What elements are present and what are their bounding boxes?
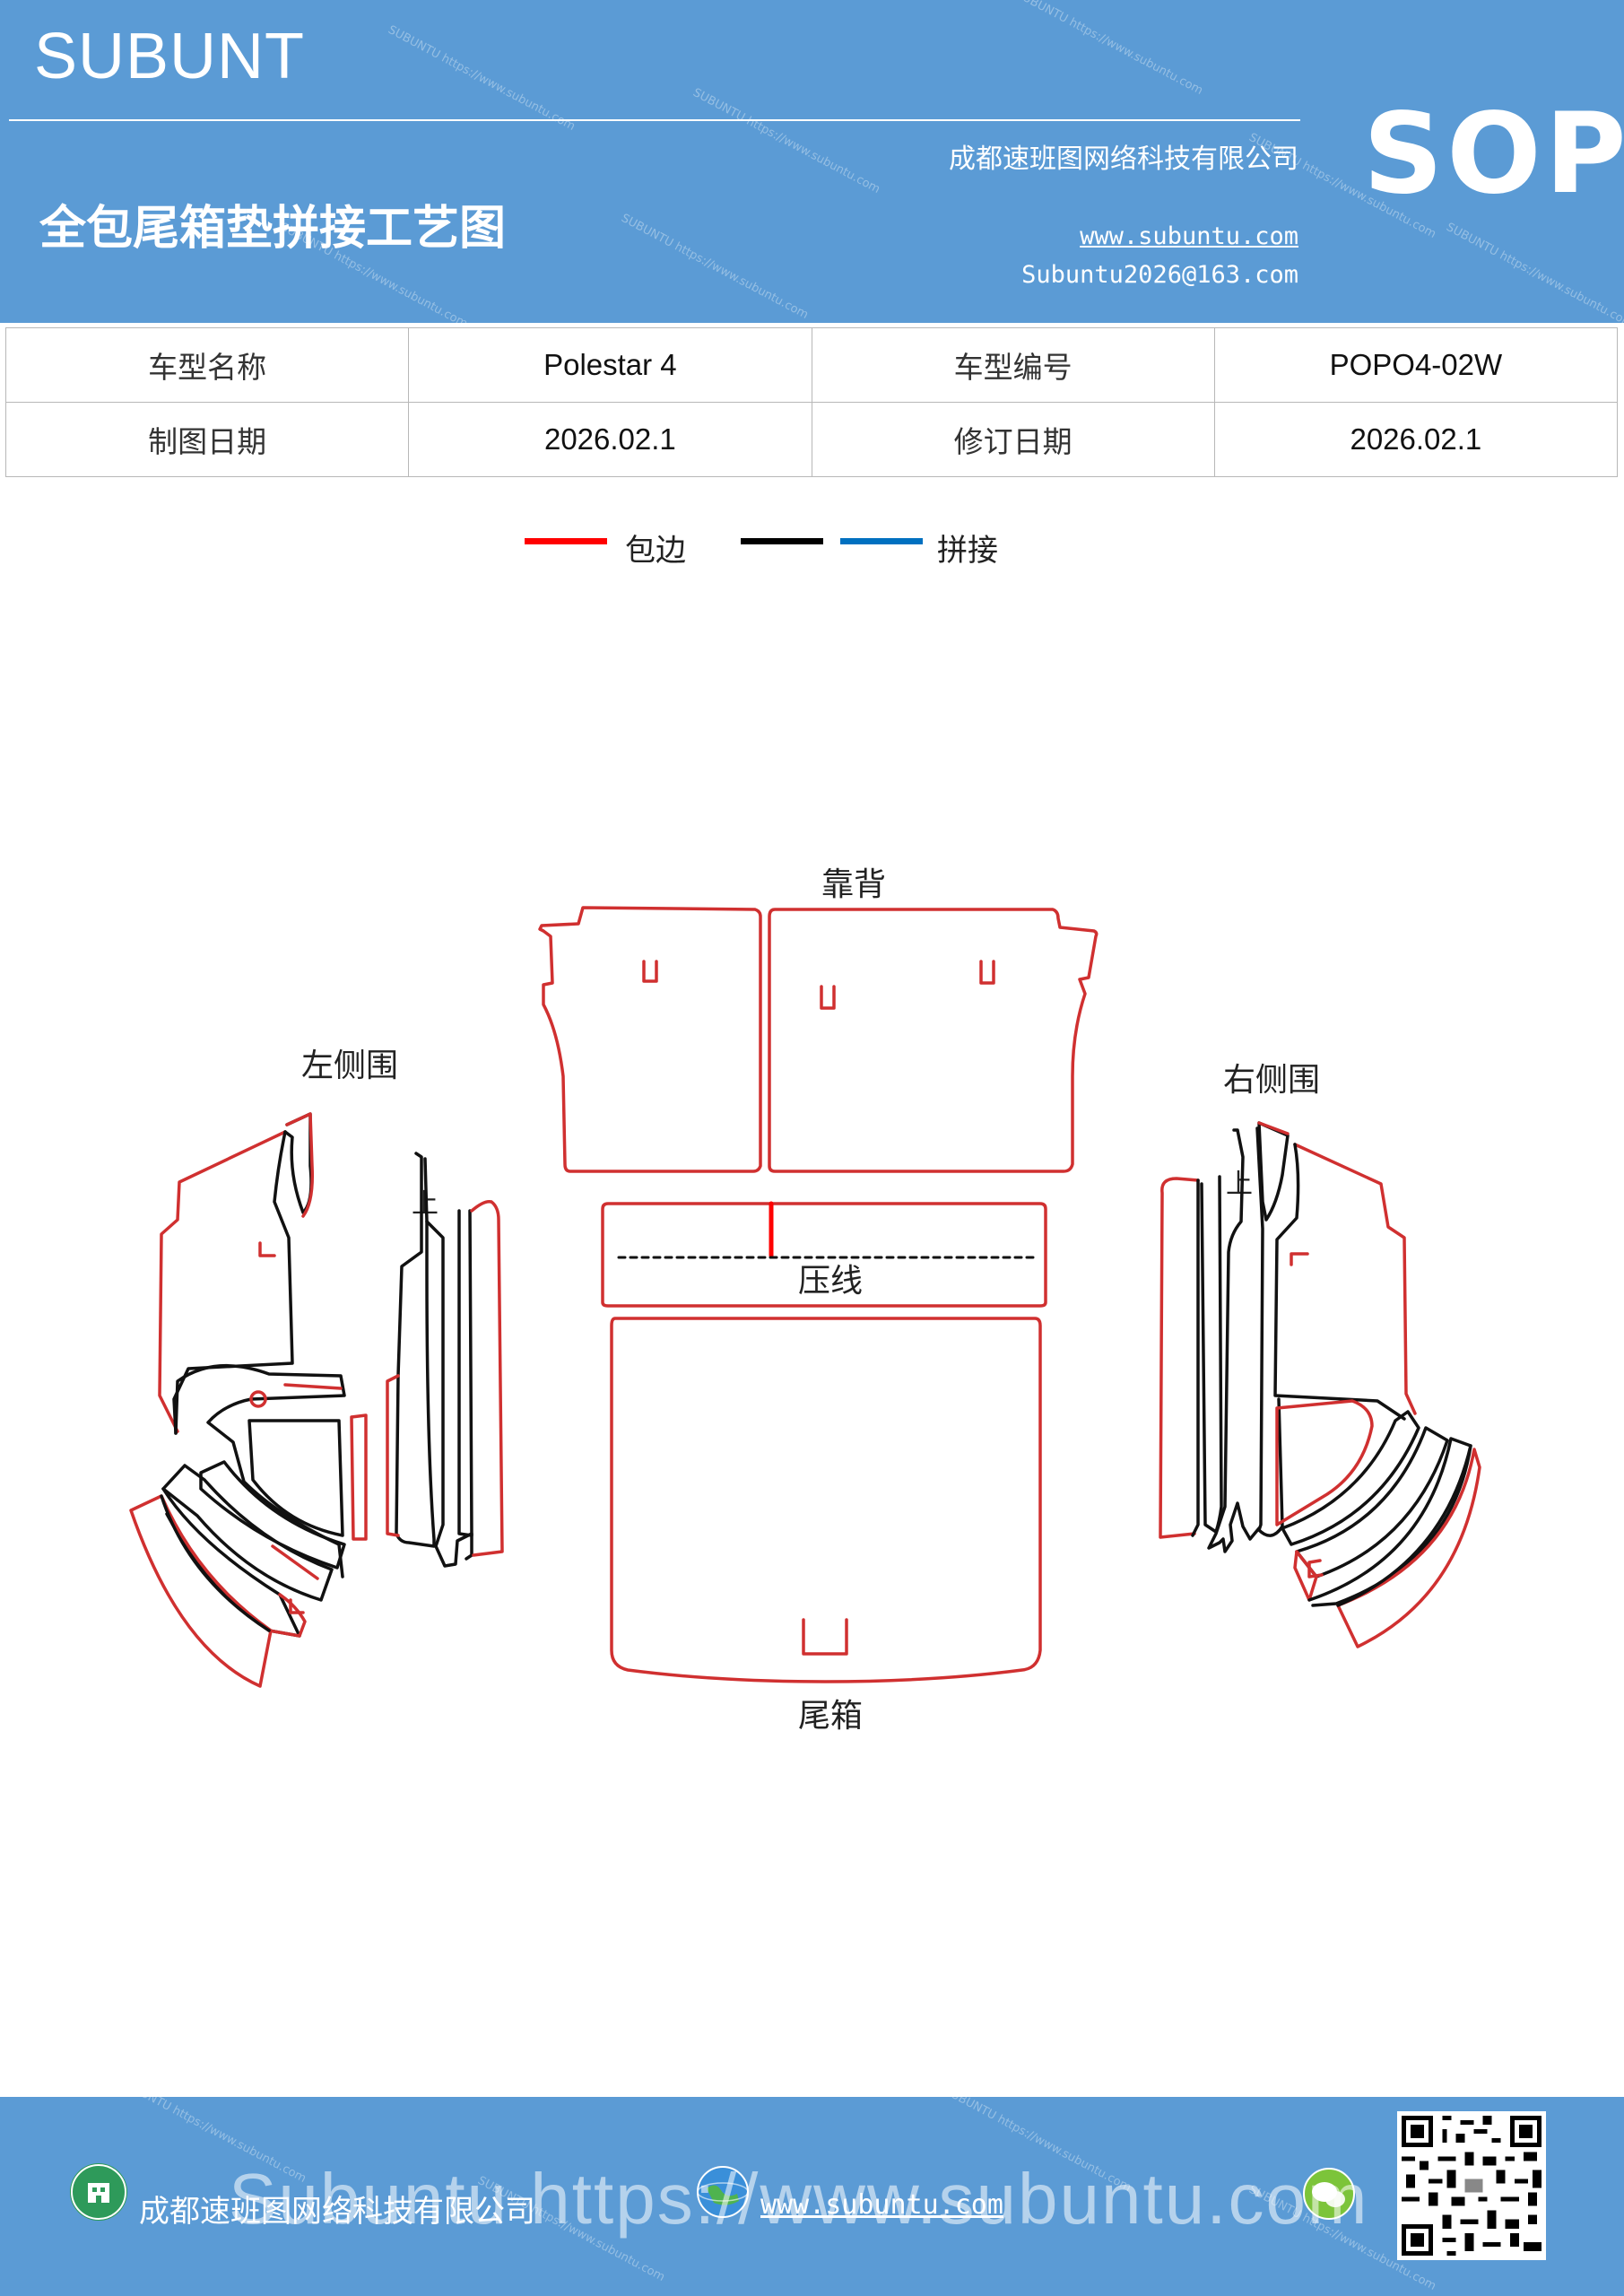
right-side-lower-tab [1307,1559,1324,1578]
left-side-wheel-strip [350,1413,368,1541]
qr-code[interactable] [1397,2111,1546,2260]
company-name: 成都速班图网络科技有限公司 [949,144,1298,175]
model-name-label: 车型名称 [4,327,410,403]
right-side-tongue-edge [1257,1121,1290,1135]
building-icon [70,2163,127,2221]
line-legend: 包边 拼接 [0,520,1624,574]
footer-watermark-text: Subuntu https://www.subuntu.com [229,2159,1369,2239]
right-side-bottom-edge [1336,1448,1481,1648]
legend-label-edge: 包边 [625,533,686,569]
trunk-label: 尾箱 [798,1698,863,1735]
legend-swatch-edge [525,538,607,544]
left-side-tongue [283,1112,313,1214]
left-side-wheel-panel [248,1419,344,1537]
trunk-floor-tab [802,1618,848,1656]
footer-website-link[interactable]: www.subuntu.com [760,2189,1003,2221]
page-title: 全包尾箱垫拼接工艺图 [39,201,507,256]
header-banner: SUBUNTU https://www.subuntu.com SUBUNTU … [0,0,1624,323]
right-side-lower-1 [1281,1410,1420,1546]
model-code-value: POPO4-02W [1213,327,1619,403]
left-side-pillar-edge [386,1374,400,1537]
right-side-pillar-left [1200,1175,1223,1534]
website-link[interactable]: www.subuntu.com [1080,222,1298,250]
backrest-label: 靠背 [821,866,886,903]
header-divider [9,119,1300,121]
backrest-right-panel [768,908,1099,1173]
revise-date-value: 2026.02.1 [1213,402,1619,477]
left-side-arch-piece [174,1363,346,1578]
vehicle-info-table: 车型名称 Polestar 4 车型编号 POPO4-02W 制图日期 2026… [4,327,1619,477]
left-side-arch-strip [283,1383,343,1390]
footer-banner: SUBUNTU https://www.subuntu.com SUBUNTU … [0,2097,1624,2296]
legend-swatch-seam [840,538,923,544]
mat-pattern-diagram: 靠背 压线 尾箱 左侧围 上 [129,866,1481,1735]
model-code-label: 车型编号 [811,327,1215,403]
table-row: 车型名称 Polestar 4 车型编号 POPO4-02W [4,327,1619,403]
right-side-arch-panel [1275,1399,1374,1526]
crease-label: 压线 [798,1263,863,1300]
left-side-lower-2 [161,1464,334,1602]
draw-date-label: 制图日期 [4,402,410,477]
left-side-pillar-inner2 [457,1209,473,1537]
backrest-tab-3 [979,960,995,985]
right-side-bottom-seam [1336,1444,1472,1607]
right-side-pillar-outer-edge [1159,1177,1200,1539]
left-side-label: 左侧围 [301,1048,398,1084]
right-side-label: 右侧围 [1223,1062,1320,1099]
left-side-upper-seam [172,1130,294,1435]
right-side-pillar-inner [1191,1178,1200,1537]
crease-strip-panel [601,1202,1047,1308]
left-side-bottom-seam [160,1494,271,1632]
brand-name: SUBUNT [34,21,306,92]
sop-badge: SOP [1363,90,1624,219]
left-side-tongue-edge [285,1112,315,1218]
right-side-upper-seam [1273,1143,1406,1421]
model-name-value: Polestar 4 [408,327,812,403]
table-row: 制图日期 2026.02.1 修订日期 2026.02.1 [4,402,1619,477]
legend-swatch-black [741,538,823,544]
right-side-pillar-mid [1207,1128,1261,1553]
left-side-bottom-edge [129,1494,273,1688]
left-side-lower-1 [199,1460,346,1570]
right-side-tongue [1257,1121,1290,1222]
email-address: Subuntu2026@163.com [1021,261,1298,289]
draw-date-value: 2026.02.1 [408,402,812,477]
footer-company: 成都速班图网络科技有限公司 [139,2194,535,2230]
globe-icon [694,2163,751,2221]
left-side-lower-tab [289,1598,305,1614]
right-up-mark: 上 [1226,1169,1253,1200]
trunk-floor-panel [610,1317,1042,1683]
left-side-pillar-outer-edge [470,1199,504,1557]
right-side-lower-2 [1295,1426,1449,1578]
left-side-lower-strip [271,1544,319,1580]
backrest-tab-2 [820,985,836,1010]
left-side-upper-edge [158,1130,287,1433]
right-side-tab [1290,1252,1309,1266]
left-side-lower-3-edge [267,1593,307,1638]
backrest-left-panel [538,906,762,1173]
left-side-pillar-right [425,1220,473,1568]
wechat-icon [1300,2165,1358,2222]
legend-label-seam: 拼接 [937,533,998,569]
left-side-hole [249,1390,267,1408]
revise-date-label: 修订日期 [811,402,1215,477]
left-side-tab [258,1241,276,1257]
backrest-tab-1 [642,960,658,983]
right-side-upper-edge [1293,1143,1417,1415]
